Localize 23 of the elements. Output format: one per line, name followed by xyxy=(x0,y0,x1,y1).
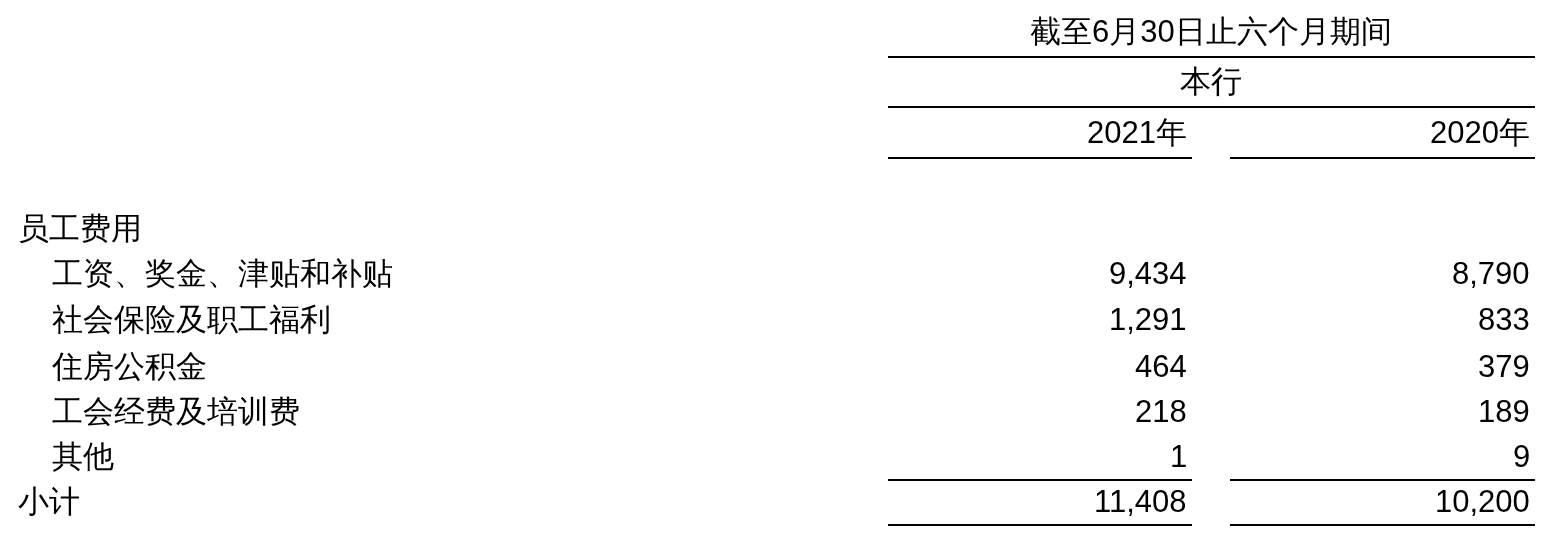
column-header: 2021年 xyxy=(1087,115,1187,151)
column-header: 本行 xyxy=(1180,64,1242,100)
table-value: 11,408 xyxy=(1094,484,1187,520)
table-value: 1,291 xyxy=(1109,302,1187,338)
row-label: 住房公积金 xyxy=(52,349,207,385)
column-header: 截至6月30日止六个月期间 xyxy=(1030,14,1392,50)
table-value: 379 xyxy=(1478,349,1530,385)
table-value: 9,434 xyxy=(1109,256,1187,292)
row-label: 工会经费及培训费 xyxy=(52,394,300,430)
column-header: 2020年 xyxy=(1430,115,1530,151)
table-value: 189 xyxy=(1478,394,1530,430)
row-label: 其他 xyxy=(52,439,114,475)
table-value: 8,790 xyxy=(1452,256,1530,292)
table-value: 464 xyxy=(1135,349,1187,385)
row-label: 工资、奖金、津贴和补贴 xyxy=(52,256,393,292)
table-value: 833 xyxy=(1478,302,1530,338)
row-label: 小计 xyxy=(18,484,80,520)
row-label: 社会保险及职工福利 xyxy=(52,302,331,338)
table-value: 9 xyxy=(1513,439,1531,475)
row-label: 员工费用 xyxy=(18,211,142,247)
table-value: 10,200 xyxy=(1435,484,1530,520)
table-value: 218 xyxy=(1135,394,1187,430)
table-value: 1 xyxy=(1170,439,1188,475)
